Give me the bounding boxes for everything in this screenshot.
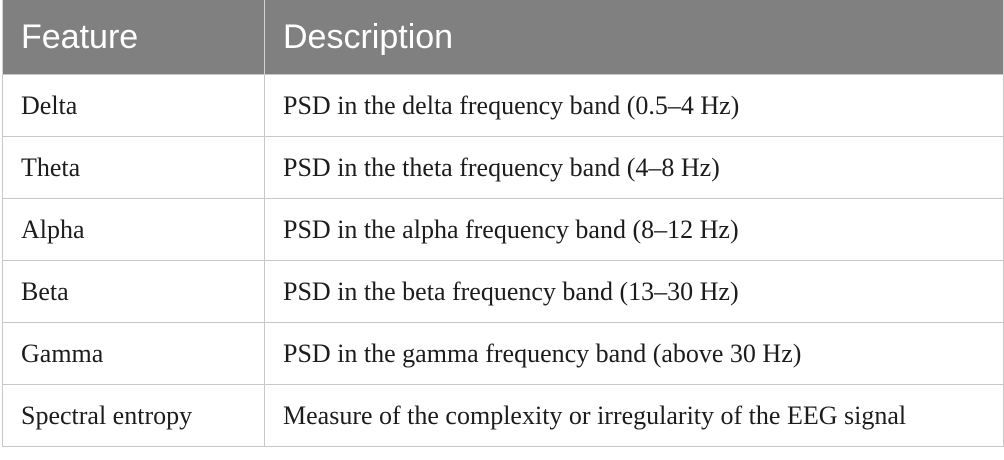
table-row: Gamma PSD in the gamma frequency band (a… <box>2 322 1004 385</box>
table-body: Delta PSD in the delta frequency band (0… <box>2 74 1004 447</box>
table-row: Theta PSD in the theta frequency band (4… <box>2 136 1004 199</box>
feature-cell: Beta <box>2 260 265 323</box>
description-cell: PSD in the theta frequency band (4–8 Hz) <box>264 136 1004 199</box>
feature-table-container: Feature Description Delta PSD in the del… <box>2 0 1004 447</box>
description-cell: PSD in the gamma frequency band (above 3… <box>264 322 1004 385</box>
feature-cell: Theta <box>2 136 265 199</box>
feature-cell: Delta <box>2 74 265 137</box>
description-cell: PSD in the delta frequency band (0.5–4 H… <box>264 74 1004 137</box>
description-cell: PSD in the beta frequency band (13–30 Hz… <box>264 260 1004 323</box>
table-header: Feature Description <box>2 0 1004 75</box>
table-row: Alpha PSD in the alpha frequency band (8… <box>2 198 1004 261</box>
table-row: Spectral entropy Measure of the complexi… <box>2 384 1004 447</box>
feature-cell: Spectral entropy <box>2 384 265 447</box>
table-row: Beta PSD in the beta frequency band (13–… <box>2 260 1004 323</box>
header-feature: Feature <box>2 0 265 75</box>
table-row: Delta PSD in the delta frequency band (0… <box>2 74 1004 137</box>
header-row: Feature Description <box>2 0 1004 75</box>
feature-table: Feature Description Delta PSD in the del… <box>2 0 1004 447</box>
description-cell: PSD in the alpha frequency band (8–12 Hz… <box>264 198 1004 261</box>
header-description: Description <box>264 0 1004 75</box>
description-cell: Measure of the complexity or irregularit… <box>264 384 1004 447</box>
feature-cell: Alpha <box>2 198 265 261</box>
feature-cell: Gamma <box>2 322 265 385</box>
